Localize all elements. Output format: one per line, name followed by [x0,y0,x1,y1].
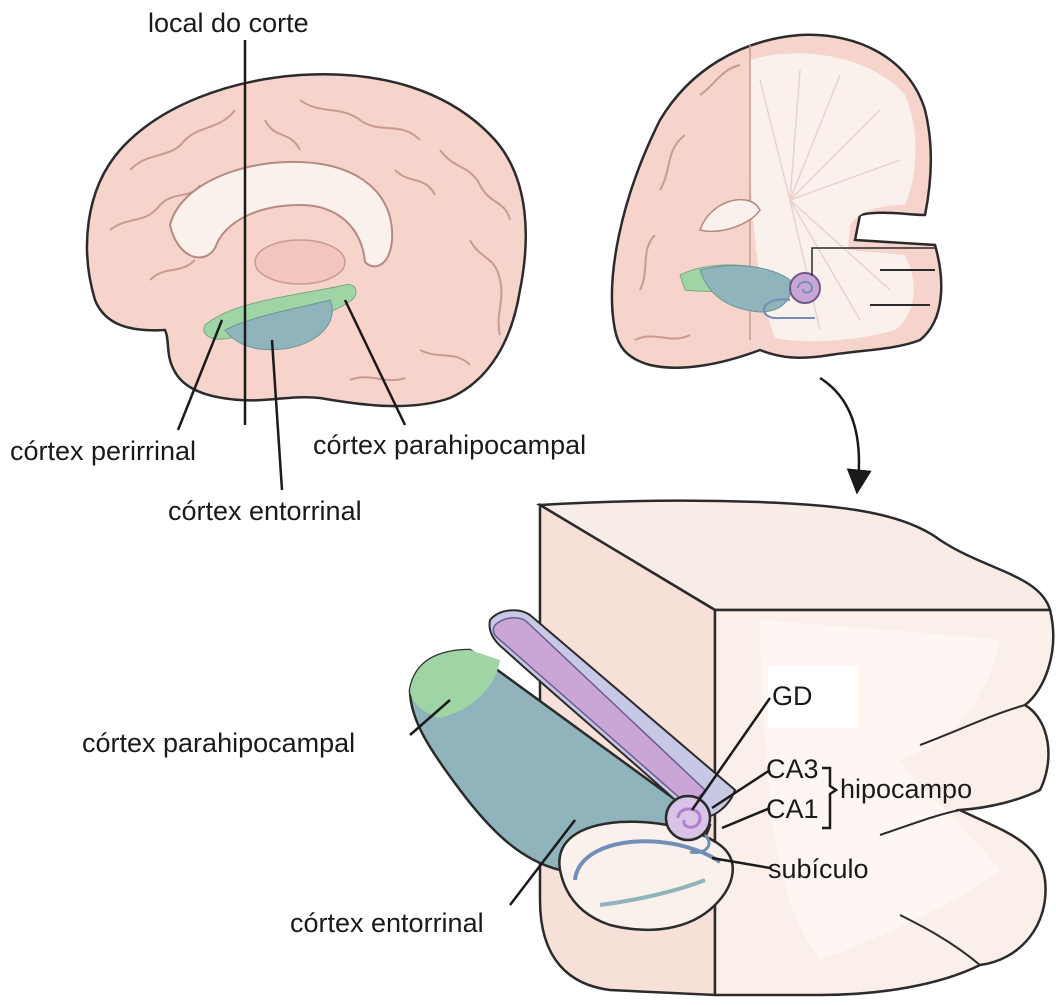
ca1-label: CA1 [766,796,819,823]
cut-site-label: local do corte [148,10,309,37]
dentate-gyrus-label: GD [772,683,813,710]
thalamus [255,240,345,284]
hippocampus-cross-section [666,796,710,840]
entorhinal-label-top: córtex entorrinal [168,498,362,525]
coronal-hippocampus [790,273,820,303]
enlarged-hippocampus-view [410,501,1053,995]
ca3-label: CA3 [766,756,819,783]
parahippocampal-label-top: córtex parahipocampal [313,432,586,459]
entorhinal-label-bottom: córtex entorrinal [290,910,484,937]
subiculum-label: subículo [768,856,869,883]
parahippocampal-label-bottom: córtex parahipocampal [82,730,355,757]
perirhinal-label-top: córtex perirrinal [10,438,196,465]
zoom-arrow [820,378,859,482]
hippocampus-label: hipocampo [840,776,972,803]
medial-brain-view [87,40,526,490]
coronal-brain-view [612,35,941,368]
